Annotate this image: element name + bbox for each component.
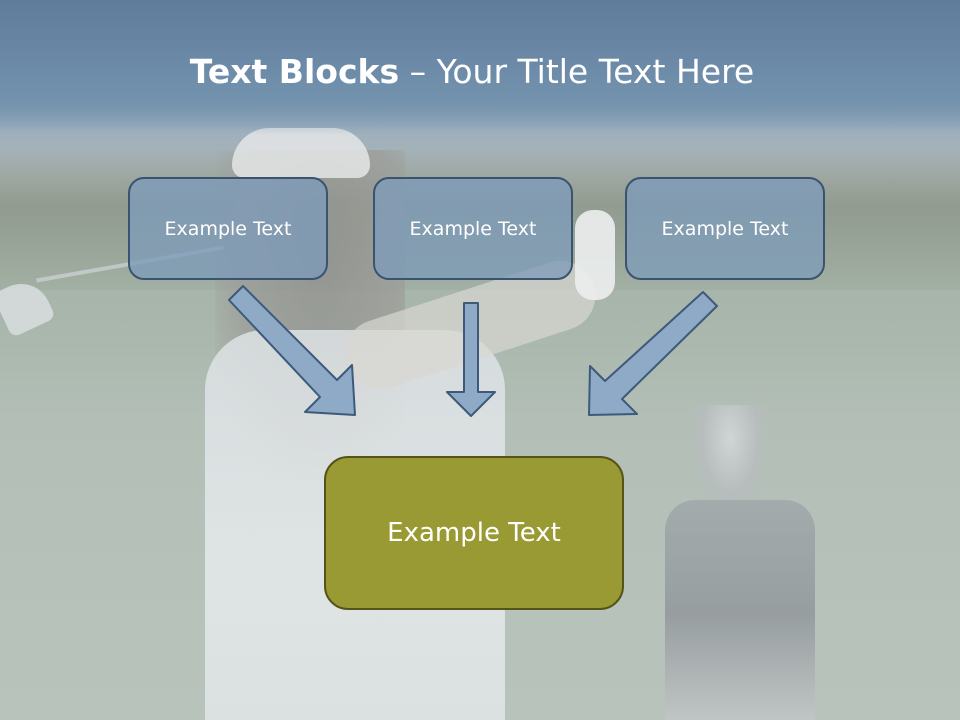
slide-title-rest: Your Title Text Here bbox=[436, 52, 755, 91]
background-golf-bag bbox=[665, 500, 815, 720]
text-block-1-label: Example Text bbox=[164, 217, 292, 240]
text-block-2[interactable]: Example Text bbox=[373, 177, 573, 280]
background-bag-clubs bbox=[690, 405, 770, 515]
target-text-block-label: Example Text bbox=[387, 518, 561, 548]
text-block-2-label: Example Text bbox=[409, 217, 537, 240]
slide-title-bold: Text Blocks bbox=[189, 52, 400, 91]
text-block-1[interactable]: Example Text bbox=[128, 177, 328, 280]
background-golfer-glove bbox=[575, 210, 615, 300]
target-text-block[interactable]: Example Text bbox=[324, 456, 624, 610]
background-golfer-cap bbox=[232, 128, 370, 178]
arrow-middle bbox=[446, 302, 496, 417]
slide-title: Text Blocks – Your Title Text Here bbox=[0, 52, 944, 91]
slide-title-dash: – bbox=[399, 52, 437, 91]
text-block-3-label: Example Text bbox=[661, 217, 789, 240]
arrow-right bbox=[588, 291, 718, 416]
text-block-3[interactable]: Example Text bbox=[625, 177, 825, 280]
arrow-left bbox=[228, 285, 356, 416]
title-band bbox=[0, 0, 960, 135]
